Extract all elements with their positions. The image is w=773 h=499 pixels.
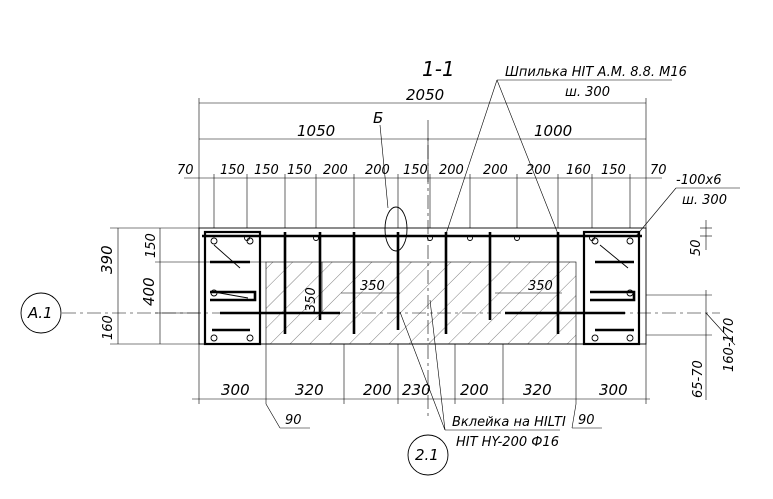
anchor-label: Шпилька HIT A.M. 8.8. M16 — [505, 65, 687, 80]
svg-text:150: 150 — [220, 163, 245, 178]
dim-left-half: 1050 — [297, 122, 335, 140]
svg-text:200: 200 — [365, 163, 390, 178]
dim-right-half: 1000 — [534, 122, 572, 140]
svg-text:70: 70 — [650, 163, 667, 178]
dim-90-left: 90 — [285, 413, 302, 428]
glue-label-2: HIT HY-200 Ф16 — [456, 435, 559, 450]
right-column-box — [582, 230, 641, 346]
detail-b-ellipse — [384, 206, 408, 252]
svg-text:200: 200 — [323, 163, 348, 178]
plate-step: ш. 300 — [682, 193, 727, 208]
dim-160: 160 — [101, 315, 116, 340]
axis-21-bubble — [407, 434, 449, 476]
svg-text:320: 320 — [295, 381, 324, 399]
top-bolts — [244, 235, 595, 241]
dim-390: 390 — [98, 245, 116, 274]
svg-text:150: 150 — [601, 163, 626, 178]
svg-text:70: 70 — [177, 163, 194, 178]
dim-400: 400 — [140, 277, 158, 306]
left-stirrups — [210, 237, 257, 342]
axis-21-label: 2.1 — [415, 446, 439, 464]
dim-350-left: 350 — [360, 279, 385, 294]
svg-text:200: 200 — [483, 163, 508, 178]
vertical-anchors — [283, 232, 560, 334]
top-row-dims: 70 150 150 150 200 200 150 200 200 200 1… — [177, 163, 667, 178]
plate-label: -100х6 — [676, 173, 721, 188]
glue-label: Вклейка на HILTI — [452, 415, 566, 430]
top-tick-lines — [213, 174, 631, 228]
svg-text:150: 150 — [287, 163, 312, 178]
svg-text:200: 200 — [363, 381, 392, 399]
svg-text:150: 150 — [254, 163, 279, 178]
hatched-core — [266, 262, 576, 344]
top-dim-lines — [184, 98, 662, 228]
svg-text:200: 200 — [460, 381, 489, 399]
svg-text:160: 160 — [566, 163, 591, 178]
right-v-dim-lines — [646, 220, 736, 400]
right-stirrups — [590, 237, 636, 342]
dim-350-right: 350 — [528, 279, 553, 294]
dim-90-right: 90 — [578, 413, 595, 428]
svg-text:300: 300 — [221, 381, 250, 399]
svg-text:150: 150 — [403, 163, 428, 178]
hatched-core-border — [265, 261, 577, 345]
svg-text:300: 300 — [599, 381, 628, 399]
left-column-box — [203, 230, 262, 346]
dim-150: 150 — [144, 233, 159, 258]
left-v-dim-lines — [110, 227, 266, 345]
bottom-dim-lines — [192, 344, 650, 404]
anchor-step: ш. 300 — [565, 85, 610, 100]
dim-160-170: 160-170 — [722, 318, 737, 372]
axis-a-bubble — [20, 292, 62, 334]
svg-text:320: 320 — [523, 381, 552, 399]
dim-350-v: 350 — [304, 287, 319, 312]
dim-50: 50 — [689, 239, 704, 256]
svg-text:230: 230 — [402, 381, 431, 399]
axis-a-label: А.1 — [27, 304, 53, 322]
detail-b-label: Б — [373, 109, 383, 127]
dim-total: 2050 — [406, 86, 444, 104]
section-title: 1-1 — [422, 57, 455, 81]
svg-text:200: 200 — [439, 163, 464, 178]
svg-text:200: 200 — [526, 163, 551, 178]
dim-65-70: 65-70 — [691, 360, 706, 398]
bottom-row-dims: 300 320 200 230 200 320 300 — [221, 381, 628, 399]
